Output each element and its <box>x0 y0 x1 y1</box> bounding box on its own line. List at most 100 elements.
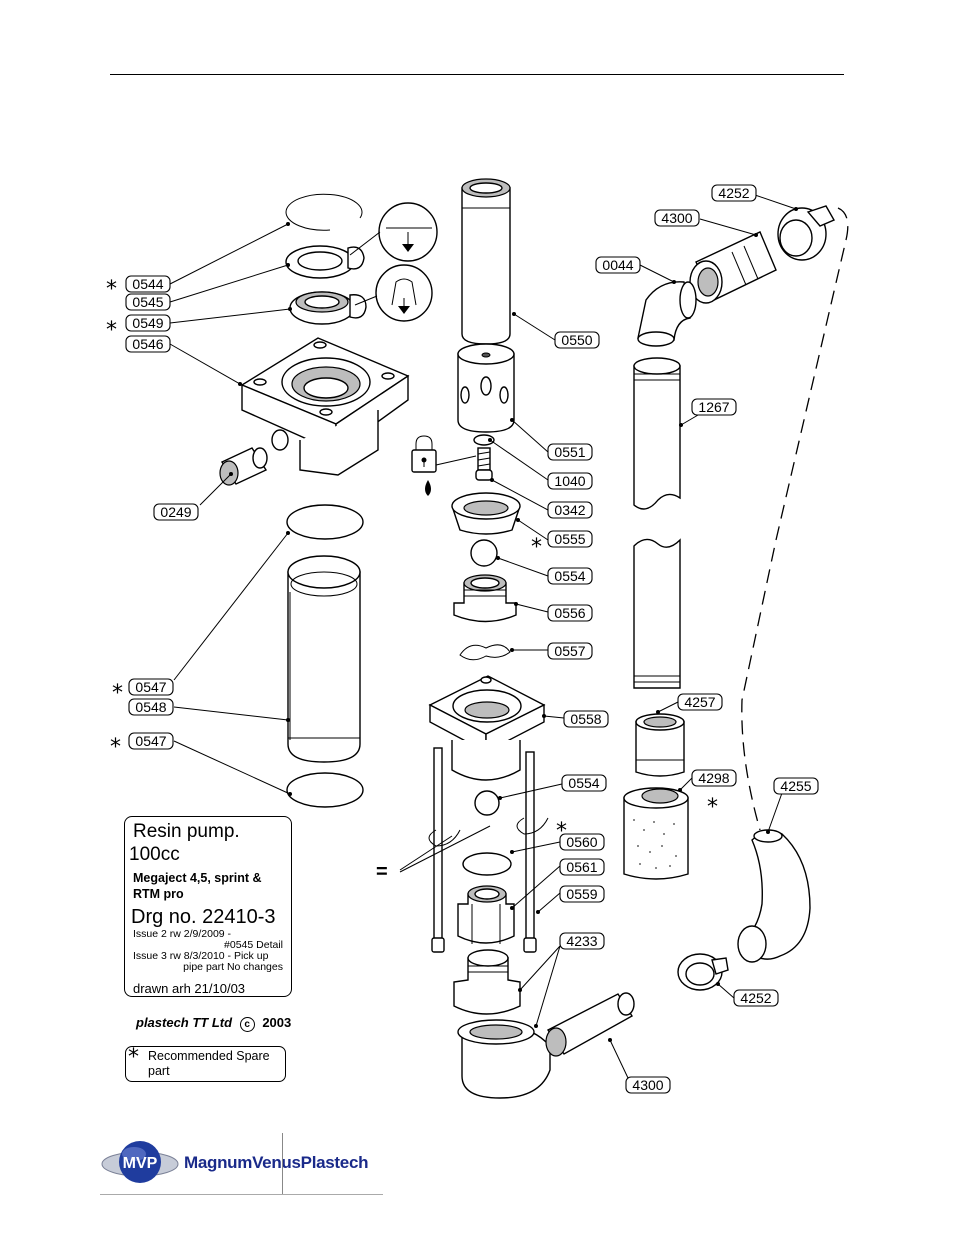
logo-underline <box>100 1194 383 1195</box>
title-line-4: RTM pro <box>133 887 184 901</box>
title-line-3: Megaject 4,5, sprint & <box>133 871 262 885</box>
logo-badge-text: MVP <box>123 1155 158 1172</box>
part-label-box <box>125 293 171 311</box>
logo-company-name: MagnumVenusPlastech <box>184 1153 369 1172</box>
part-label-0557: 0557 <box>547 642 593 660</box>
seat-0555 <box>451 492 521 535</box>
part-label-text: 0545 <box>132 294 163 310</box>
part-label-box <box>125 314 171 332</box>
seal-0549 <box>289 291 367 325</box>
ball-0554-lower <box>474 790 500 816</box>
part-label-0044: 0044 <box>595 256 641 274</box>
part-label-4300a: 4300 <box>654 209 700 227</box>
part-label-4298: 4298 <box>691 769 737 787</box>
part-label-text: 0559 <box>566 886 597 902</box>
pipe-1267-lower <box>633 538 681 689</box>
detail-circle-lower <box>354 264 433 322</box>
fitting-0249 <box>219 447 268 486</box>
hose-barb-4300-lower <box>545 992 635 1057</box>
part-label-0549: 0549 <box>125 314 171 332</box>
issue-2-line-a: Issue 2 rw 2/9/2009 - <box>133 928 232 940</box>
circlip-0544 <box>285 193 363 231</box>
part-label-box <box>559 885 605 903</box>
copyright-company: plastech TT Ltd <box>136 1015 233 1030</box>
filter-4298 <box>623 787 689 880</box>
drawing-number: Drg no. 22410-3 <box>131 906 276 928</box>
part-label-layer: 0544054505490546024905470548054705500551… <box>125 184 819 1094</box>
pump-head-0546 <box>240 337 410 476</box>
part-label-text: 4252 <box>740 990 771 1006</box>
part-label-0547a: 0547 <box>128 678 174 696</box>
company-logo: MVP MagnumVenusPlastech <box>100 1133 383 1195</box>
part-label-4255: 4255 <box>773 777 819 795</box>
part-label-box <box>677 693 723 711</box>
spare-part-legend: * Recommended Spare part <box>125 1045 286 1082</box>
part-label-4300b: 4300 <box>625 1076 671 1094</box>
issue-3-line-a: Issue 3 rw 8/3/2010 - Pick up <box>133 950 269 962</box>
header-rule <box>110 74 844 75</box>
part-label-text: 4233 <box>566 933 597 949</box>
part-label-0551: 0551 <box>547 443 593 461</box>
part-label-text: 0249 <box>160 504 191 520</box>
part-label-box <box>559 858 605 876</box>
part-label-box <box>625 1076 671 1094</box>
part-label-box <box>711 184 757 202</box>
part-label-box <box>547 642 593 660</box>
part-label-text: 0044 <box>602 257 633 273</box>
part-label-text: 4298 <box>698 770 729 786</box>
part-label-0554b: 0554 <box>561 774 607 792</box>
loctite-lock-icon <box>411 435 477 496</box>
part-label-text: 0555 <box>554 531 585 547</box>
part-label-text: 4300 <box>632 1077 663 1093</box>
pipe-1267-upper <box>633 357 681 510</box>
part-label-text: 0558 <box>570 711 601 727</box>
screw-0342 <box>475 447 493 481</box>
part-label-box <box>547 472 593 490</box>
cylinder-0548 <box>287 555 361 763</box>
foot-block-0558 <box>428 675 546 781</box>
part-label-box <box>128 678 174 696</box>
part-label-0554a: 0554 <box>547 567 593 585</box>
legend-text-line-1: Recommended Spare <box>148 1049 270 1063</box>
part-label-box <box>691 398 737 416</box>
leader-lines <box>169 194 797 1079</box>
part-label-box <box>563 710 609 728</box>
logo-divider <box>282 1133 283 1195</box>
part-label-box <box>559 833 605 851</box>
elbow-0044 <box>637 281 697 347</box>
part-label-0558: 0558 <box>563 710 609 728</box>
part-label-box <box>691 769 737 787</box>
title-line-2: 100cc <box>129 844 180 865</box>
part-label-0561: 0561 <box>559 858 605 876</box>
part-label-box <box>128 732 174 750</box>
part-label-text: 0556 <box>554 605 585 621</box>
hose-clip-4252-lower <box>677 953 729 991</box>
star-4298: * <box>707 795 718 820</box>
mvp-globe-icon: MVP <box>101 1141 179 1183</box>
part-label-text: 4300 <box>661 210 692 226</box>
title-line-1: Resin pump. <box>133 821 240 842</box>
hex-nut-0561 <box>457 885 515 944</box>
rotation-arrow-right <box>516 817 549 835</box>
part-label-text: 0561 <box>566 859 597 875</box>
part-label-0550: 0550 <box>554 331 600 349</box>
part-label-box <box>554 331 600 349</box>
part-label-text: 0547 <box>135 679 166 695</box>
valve-body-0556 <box>453 574 517 623</box>
part-label-text: 0554 <box>568 775 599 791</box>
copyright-icon: c <box>239 1017 255 1032</box>
part-label-box <box>153 503 199 521</box>
part-label-4252b: 4252 <box>733 989 779 1007</box>
part-label-text: 0557 <box>554 643 585 659</box>
title-block: Resin pump. 100cc Megaject 4,5, sprint &… <box>124 816 292 997</box>
part-label-box <box>547 604 593 622</box>
part-label-0545: 0545 <box>125 293 171 311</box>
washer-0545 <box>285 245 365 279</box>
part-label-text: 4257 <box>684 694 715 710</box>
star-0547-upper: * <box>112 681 123 706</box>
legend-text: Recommended Spare part <box>148 1049 270 1079</box>
part-label-box <box>733 989 779 1007</box>
drawn-by: drawn arh 21/10/03 <box>133 981 246 996</box>
part-label-0544: 0544 <box>125 275 171 293</box>
part-label-text: 0554 <box>554 568 585 584</box>
